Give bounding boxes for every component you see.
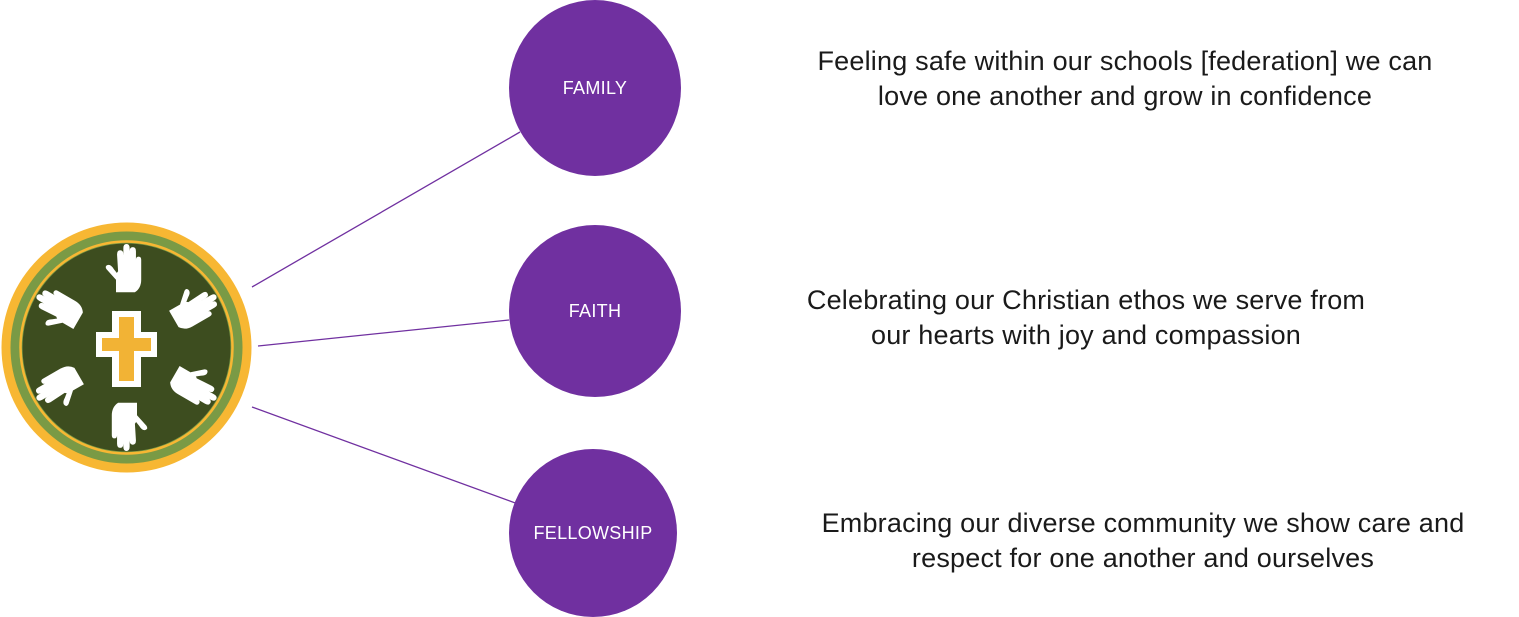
- value-circle-fellowship: FELLOWSHIP: [509, 449, 677, 617]
- connector-family: [251, 131, 521, 288]
- connector-fellowship: [251, 406, 519, 505]
- description-line: Embracing our diverse community we show …: [821, 508, 1465, 538]
- description-line: Feeling safe within our schools [federat…: [817, 46, 1433, 76]
- value-label-fellowship: FELLOWSHIP: [533, 522, 653, 543]
- crest-inner-gold-line: [19, 240, 234, 455]
- value-description-fellowship: Embracing our diverse community we show …: [795, 506, 1491, 576]
- description-line: our hearts with joy and compassion: [870, 320, 1302, 350]
- connector-faith: [257, 319, 510, 347]
- value-label-faith: FAITH: [568, 300, 622, 321]
- value-description-family: Feeling safe within our schools [federat…: [790, 44, 1460, 114]
- value-description-faith: Celebrating our Christian ethos we serve…: [780, 283, 1392, 353]
- value-circle-family: FAMILY: [509, 0, 681, 176]
- value-label-family: FAMILY: [562, 77, 628, 98]
- cross-icon: [96, 311, 157, 387]
- description-line: love one another and grow in confidence: [877, 81, 1373, 111]
- description-line: Celebrating our Christian ethos we serve…: [806, 285, 1366, 315]
- value-circle-faith: FAITH: [509, 225, 681, 397]
- description-line: respect for one another and ourselves: [911, 543, 1375, 573]
- school-crest-logo: [1, 222, 252, 473]
